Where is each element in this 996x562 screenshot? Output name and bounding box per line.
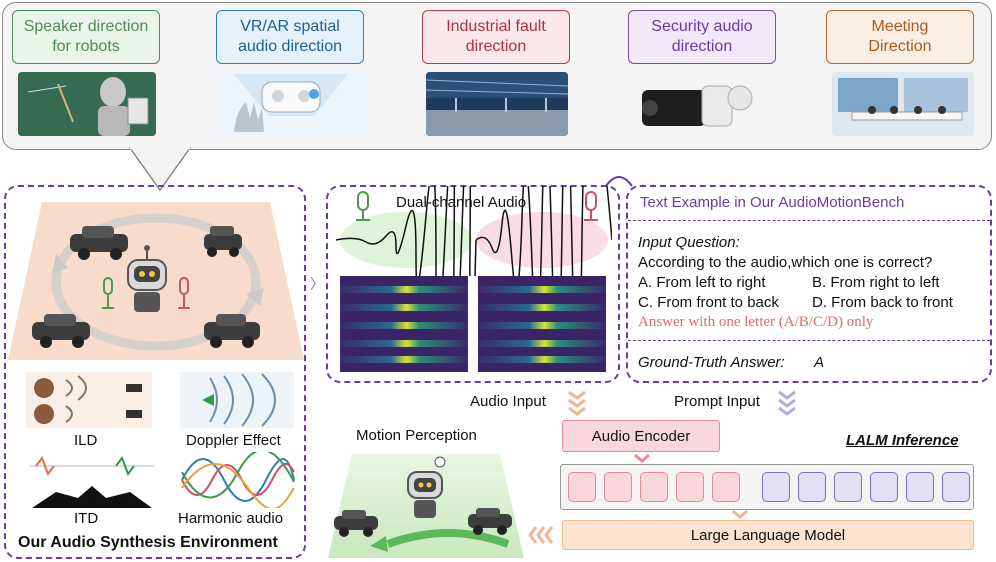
app-label-meeting: Meeting Direction: [826, 10, 974, 64]
lalm-inference-label: LALM Inference: [846, 432, 959, 449]
option-d: D. From back to front: [812, 294, 953, 311]
text-token: [834, 472, 862, 502]
audio-encoder-box: Audio Encoder: [562, 420, 720, 452]
question-text: According to the audio,which one is corr…: [638, 254, 933, 271]
audio-input-label: Audio Input: [470, 393, 546, 410]
ild-illustration: [26, 372, 152, 428]
motion-perception-scene: [328, 454, 524, 558]
audio-token: [604, 472, 632, 502]
app-label-security: Security audio direction: [628, 10, 776, 64]
meeting-room-image: [832, 72, 974, 136]
answer-instruction: Answer with one letter (A/B/C/D) only: [638, 314, 874, 330]
ground-truth-answer: A: [814, 354, 825, 371]
synthesis-environment-panel: [4, 185, 306, 559]
audio-token: [676, 472, 704, 502]
car-icon: [32, 314, 90, 348]
doppler-label: Doppler Effect: [186, 432, 281, 449]
audio-down-arrow-icon: [568, 390, 586, 416]
synthesis-title: Our Audio Synthesis Environment: [18, 534, 278, 551]
option-c: C. From front to back: [638, 294, 779, 311]
app-label-robots: Speaker direction for robots: [12, 10, 160, 64]
itd-illustration: [26, 452, 158, 508]
itd-label: ITD: [74, 510, 99, 527]
right-microphone-icon: [178, 277, 190, 309]
option-b: B. From right to left: [812, 274, 940, 291]
option-a: A. From left to right: [638, 274, 766, 291]
robot-icon: [127, 245, 167, 312]
security-camera-image: [636, 72, 760, 136]
car-icon: [204, 314, 260, 348]
text-token: [870, 472, 898, 502]
robot-teacher-image: [18, 72, 156, 136]
audio-token: [568, 472, 596, 502]
prompt-down-arrow-icon: [778, 390, 796, 416]
left-spectrogram: [340, 276, 468, 372]
encoder-to-tokens-arrow-icon: [634, 453, 650, 463]
title-divider: [628, 220, 990, 221]
ground-truth-label: Ground-Truth Answer:: [638, 354, 785, 371]
text-example-title: Text Example in Our AudioMotionBench: [640, 194, 905, 211]
waveforms: [336, 186, 612, 276]
text-token: [942, 472, 970, 502]
text-example-panel: [626, 185, 992, 383]
car-icon: [334, 510, 378, 537]
audio-panel-title: Dual-channel Audio: [396, 194, 527, 211]
question-label: Input Question:: [638, 234, 740, 251]
car-icon: [468, 508, 512, 535]
green-microphone-icon: [356, 191, 370, 221]
robot-icon: [407, 456, 446, 518]
tokens-to-llm-arrow-icon: [732, 509, 748, 519]
factory-image: [426, 72, 568, 136]
link-icon: [605, 176, 633, 187]
text-token: [762, 472, 790, 502]
audio-token: [712, 472, 740, 502]
audio-encoder-label: Audio Encoder: [591, 427, 691, 445]
forward-chevron-icon: 〉: [310, 276, 324, 292]
app-label-vr: VR/AR spatial audio direction: [216, 10, 364, 64]
text-token: [798, 472, 826, 502]
red-microphone-icon: [584, 191, 598, 221]
car-icon: [70, 226, 128, 260]
audio-token: [640, 472, 668, 502]
harmonic-label: Harmonic audio: [178, 510, 284, 527]
prompt-input-label: Prompt Input: [674, 393, 760, 410]
callout-pointer: [128, 146, 192, 192]
doppler-illustration: [180, 372, 294, 428]
ild-label: ILD: [74, 432, 98, 449]
llm-box: Large Language Model: [562, 520, 974, 550]
dual-channel-audio-panel: [326, 185, 620, 383]
llm-label: Large Language Model: [690, 526, 846, 544]
car-icon: [204, 226, 242, 257]
synthesis-scene: [8, 202, 304, 360]
motion-perception-label: Motion Perception: [356, 427, 477, 444]
left-microphone-icon: [102, 277, 114, 309]
answer-divider: [628, 340, 990, 341]
app-label-industrial: Industrial fault direction: [422, 10, 570, 64]
harmonic-illustration: [180, 452, 296, 508]
vr-headset-image: [216, 72, 366, 136]
text-token: [906, 472, 934, 502]
output-left-arrow-icon: [528, 526, 554, 544]
right-spectrogram: [478, 276, 606, 372]
